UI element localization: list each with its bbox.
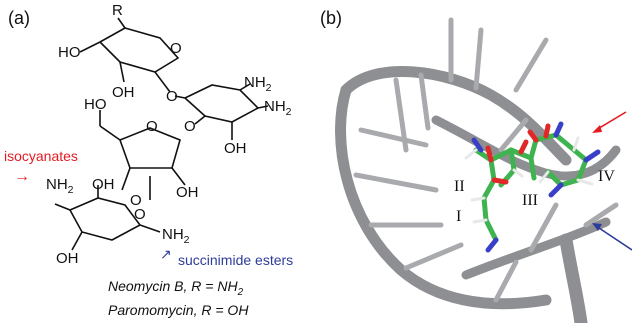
amine-label: NH2 bbox=[244, 74, 272, 94]
amine-label: NH2 bbox=[264, 98, 292, 118]
isocyanates-annotation: isocyanates bbox=[4, 148, 78, 164]
glycosidic-oxygen-label: O bbox=[184, 118, 196, 135]
red-arrow-icon bbox=[595, 111, 627, 131]
hydroxyl-label: OH bbox=[56, 250, 79, 267]
ring-oxygen-label: O bbox=[170, 40, 182, 57]
ring-oxygen-label: O bbox=[134, 206, 146, 223]
ring-label: I bbox=[456, 208, 462, 225]
blue-arrow-icon: ↗ bbox=[160, 246, 172, 262]
base-pairs bbox=[353, 17, 619, 303]
ring-oxygen-label: O bbox=[146, 118, 158, 135]
panel-a: (a) R HO OH O O NH2 NH2 O OH O HO OH O N… bbox=[4, 2, 294, 318]
red-arrowhead-icon bbox=[592, 125, 602, 133]
glycosidic-oxygen-label: O bbox=[166, 88, 178, 105]
panel-a-label: (a) bbox=[8, 8, 30, 28]
rna-backbone bbox=[335, 66, 621, 323]
chemical-structure-bonds bbox=[54, 17, 269, 251]
r-group-label: R bbox=[112, 2, 123, 19]
blue-arrowhead-icon bbox=[592, 223, 602, 231]
ring-label: IV bbox=[598, 168, 615, 185]
amine-label: NH2 bbox=[162, 226, 190, 246]
ring-label: III bbox=[522, 192, 538, 209]
hydroxyl-label: OH bbox=[176, 184, 199, 201]
red-arrow-icon: → bbox=[14, 168, 30, 185]
blue-arrow-icon bbox=[595, 225, 632, 251]
hydroxyl-label: OH bbox=[92, 176, 115, 193]
neomycin-caption: Neomycin B, R = NH2 bbox=[108, 278, 244, 298]
hydroxyl-label: HO bbox=[58, 44, 81, 61]
hydroxyl-label: OH bbox=[112, 84, 135, 101]
hydroxyl-label: OH bbox=[224, 140, 247, 157]
paromomycin-caption: Paromomycin, R = OH bbox=[108, 302, 249, 318]
amine-label: NH2 bbox=[46, 176, 74, 196]
ring-label: II bbox=[454, 178, 465, 195]
panel-b: (b) I II III IV bbox=[316, 0, 632, 323]
rna-ligand-model bbox=[335, 17, 632, 323]
ligand-model bbox=[464, 121, 601, 253]
succinimide-esters-annotation: succinimide esters bbox=[178, 252, 294, 268]
hydroxyl-label: HO bbox=[84, 96, 107, 113]
glycosidic-oxygen-label: O bbox=[130, 192, 142, 209]
panel-b-label: (b) bbox=[320, 8, 342, 28]
